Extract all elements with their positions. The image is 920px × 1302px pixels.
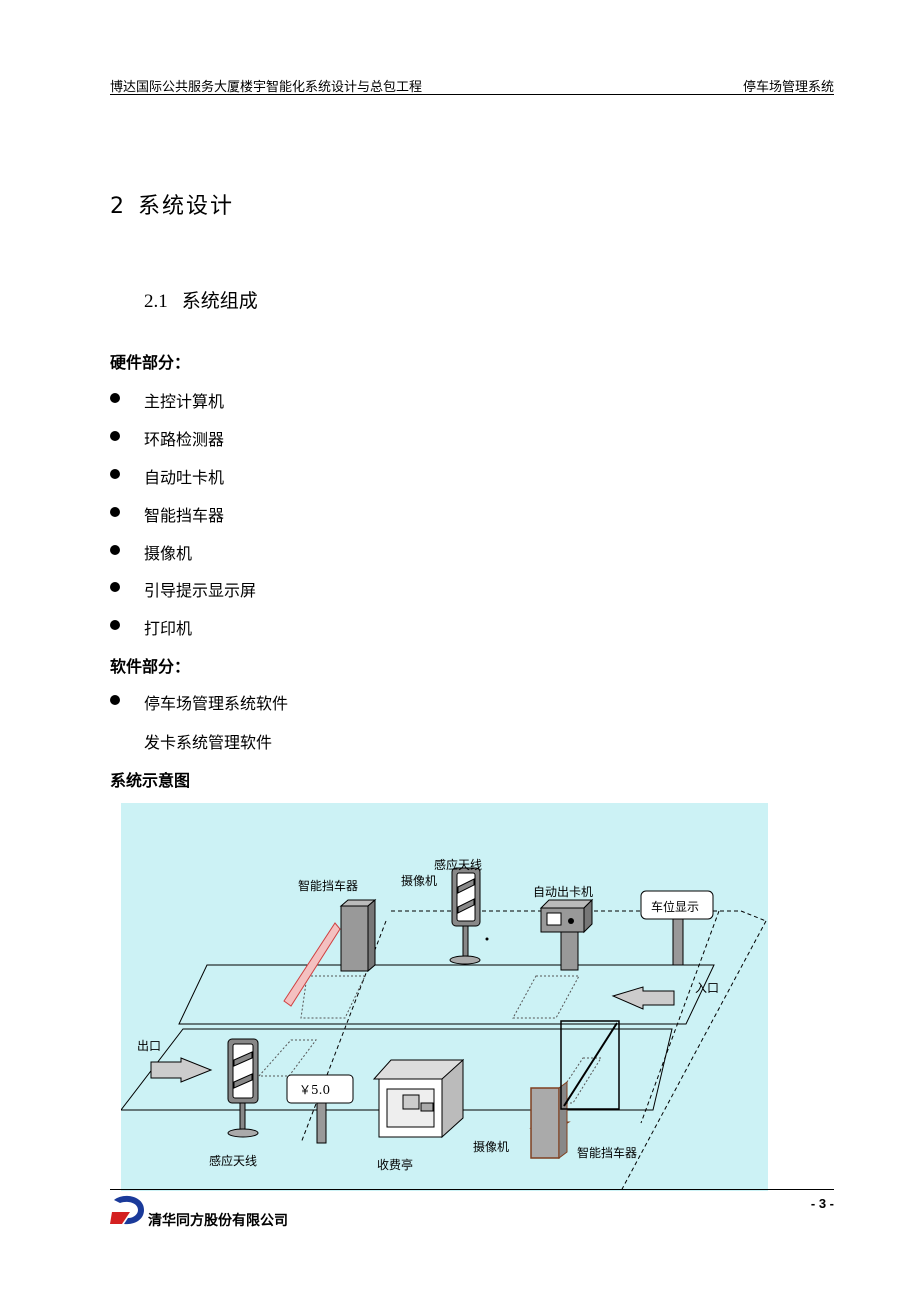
exit-lane [121, 1028, 673, 1111]
label-camera-top: 摄像机 [401, 873, 437, 888]
antenna-top [449, 867, 481, 965]
section-number: 2.1 [144, 291, 168, 312]
label-dispenser: 自动出卡机 [533, 885, 593, 899]
label-space-display: 车位显示 [651, 899, 699, 914]
label-camera-bottom: 摄像机 [473, 1139, 509, 1154]
label-barrier-bottom: 智能挡车器 [577, 1145, 637, 1160]
bullet-icon [110, 507, 120, 517]
label-price: ￥5.0 [299, 1083, 330, 1097]
price-display-sign [286, 1074, 354, 1144]
card-dispenser [539, 898, 594, 971]
header-project-title: 博达国际公共服务大厦楼宇智能化系统设计与总包工程 [110, 80, 423, 95]
bullet-icon [110, 620, 120, 630]
toll-booth [372, 1058, 465, 1139]
barrier-gate-top [283, 898, 377, 1007]
antenna-bottom [227, 1038, 259, 1138]
label-antenna-bottom: 感应天线 [209, 1153, 257, 1168]
space-display-sign [640, 890, 714, 966]
bullet-icon [110, 695, 120, 705]
header-section-title: 停车场管理系统 [742, 80, 834, 95]
section-title: 系统组成 [181, 290, 258, 312]
bullet-icon [110, 469, 120, 479]
page-number: - 3 - [810, 1196, 834, 1211]
chapter-heading: 2 系统设计 [110, 188, 234, 220]
exit-arrow-icon [150, 1057, 213, 1083]
chapter-title: 系统设计 [138, 194, 235, 219]
label-booth: 收费亭 [377, 1157, 413, 1172]
label-antenna-top: 感应天线 [434, 857, 482, 872]
barrier-gate-bottom [529, 1020, 620, 1159]
diagram-caption: 系统示意图 [110, 771, 191, 790]
bullet-icon [110, 582, 120, 592]
loop-detector [300, 975, 366, 1019]
bullet-icon [110, 545, 120, 555]
chapter-number: 2 [110, 194, 126, 219]
section-heading: 2.1 系统组成 [144, 286, 258, 313]
software-label: 软件部分： [110, 657, 191, 676]
footer-divider [110, 1189, 834, 1190]
label-exit: 出口 [137, 1039, 161, 1053]
entrance-lane [178, 964, 715, 1025]
bullet-icon [110, 393, 120, 403]
company-name: 清华同方股份有限公司 [148, 1212, 288, 1228]
company-logo-icon [110, 1195, 144, 1225]
parking-system-diagram: 智能挡车器 感应天线 摄像机 自动出卡机 车位显示 入口 出口 [121, 803, 768, 1191]
hardware-label: 硬件部分： [110, 353, 191, 372]
page-header: 博达国际公共服务大厦楼宇智能化系统设计与总包工程 停车场管理系统 [110, 76, 834, 95]
label-barrier-top: 智能挡车器 [298, 878, 358, 893]
bullet-icon [110, 431, 120, 441]
entrance-arrow-icon [611, 986, 675, 1010]
label-entrance: 入口 [695, 981, 719, 995]
loop-detector [512, 975, 580, 1019]
